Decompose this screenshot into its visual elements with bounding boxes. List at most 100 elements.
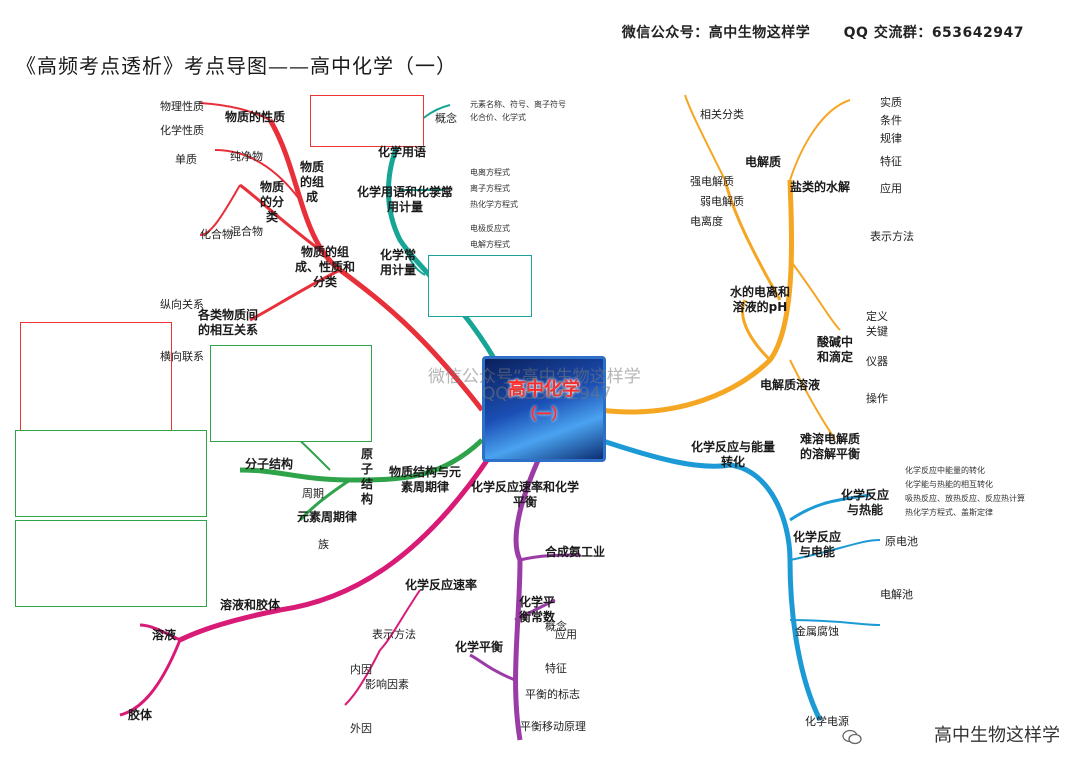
node-atomic-structure: 原子结构 bbox=[360, 447, 373, 506]
node-essence: 实质 bbox=[880, 96, 902, 109]
node-electrolytic: 电解池 bbox=[880, 588, 913, 601]
leaf-element-names: 元素名称、符号、离子符号 bbox=[470, 100, 566, 109]
wechat-logo-icon bbox=[842, 729, 862, 745]
node-properties: 物质的性质 bbox=[225, 110, 286, 124]
node-compound: 化合物 bbox=[200, 228, 233, 241]
node-weak: 弱电解质 bbox=[700, 195, 744, 208]
node-operation: 操作 bbox=[866, 392, 888, 405]
node-feature: 特征 bbox=[880, 155, 902, 168]
node-element: 单质 bbox=[175, 153, 197, 166]
node-strong: 强电解质 bbox=[690, 175, 734, 188]
node-horizontal: 横向联系 bbox=[160, 350, 204, 363]
node-eq-concept: 概念 bbox=[545, 620, 567, 633]
node-chemical-prop: 化学性质 bbox=[160, 124, 204, 137]
node-expression: 表示方法 bbox=[870, 230, 914, 243]
node-eq-shift: 平衡移动原理 bbox=[520, 720, 586, 733]
atom-detail-box bbox=[15, 430, 207, 517]
node-chem-calc: 化学常用计量 bbox=[380, 248, 417, 277]
atom-structure-box bbox=[210, 345, 372, 442]
node-concept: 概念 bbox=[435, 112, 457, 125]
center-title: 高中化学 bbox=[508, 379, 580, 400]
brand-logo-text: 高中生物这样学 bbox=[934, 725, 1060, 746]
center-node: 高中化学 （一） bbox=[482, 356, 606, 462]
node-solution: 溶液 bbox=[152, 628, 177, 642]
node-physical-prop: 物理性质 bbox=[160, 100, 204, 113]
node-ionization-degree: 电离度 bbox=[690, 215, 723, 228]
node-molecular-structure: 分子结构 bbox=[245, 457, 294, 471]
node-composition: 物质的组成 bbox=[300, 160, 325, 204]
relation-diagram-box bbox=[310, 95, 424, 147]
leaf-energy-convert: 化学能与热能的相互转化 bbox=[905, 480, 993, 489]
node-group: 族 bbox=[318, 538, 329, 551]
page-title: 《高频考点透析》考点导图——高中化学（一） bbox=[16, 54, 457, 78]
node-rate-expression: 表示方法 bbox=[372, 628, 416, 641]
node-reaction: 反应 bbox=[430, 186, 452, 199]
leaf-ionic-eq: 离子方程式 bbox=[470, 184, 510, 193]
leaf-electrolysis-eq: 电解方程式 bbox=[470, 240, 510, 249]
node-electrolyte: 电解质 bbox=[745, 155, 782, 169]
branch-electro-title: 电解质溶液 bbox=[760, 378, 821, 392]
node-internal: 内因 bbox=[350, 663, 372, 676]
node-periodic-law: 元素周期律 bbox=[297, 510, 358, 524]
node-relations: 各类物质间的相互关系 bbox=[198, 308, 259, 337]
node-titration: 酸碱中和滴定 bbox=[816, 335, 853, 364]
node-pure: 纯净物 bbox=[230, 150, 263, 163]
node-reaction-rate: 化学反应速率 bbox=[405, 578, 478, 592]
node-mixture: 混合物 bbox=[230, 225, 263, 238]
mole-calc-box bbox=[428, 255, 532, 317]
branch-matter-title: 物质的组成、性质和分类 bbox=[294, 245, 355, 289]
node-chem-terms: 化学用语 bbox=[378, 145, 427, 159]
node-equilibrium-const: 化学平衡常数 bbox=[518, 595, 555, 624]
branch-solution-title: 溶液和胶体 bbox=[220, 598, 281, 612]
watermark-line1: 微信公众号“高中生物这样学 bbox=[428, 367, 641, 387]
node-eq-feature: 特征 bbox=[545, 662, 567, 675]
node-vertical: 纵向关系 bbox=[160, 298, 204, 311]
qq-text: QQ 交流群：653642947 bbox=[843, 25, 1024, 41]
branch-solution-line bbox=[178, 454, 493, 643]
leaf-electrode-eq: 电极反应式 bbox=[470, 224, 510, 233]
leaf-ionization-eq: 电离方程式 bbox=[470, 168, 510, 177]
node-corrosion: 金属腐蚀 bbox=[795, 625, 839, 638]
leaf-heat-calc: 吸热反应、放热反应、反应热计算 bbox=[905, 494, 1025, 503]
node-water-ionization: 水的电离和溶液的pH bbox=[730, 285, 791, 314]
header-contact: 微信公众号：高中生物这样学 QQ 交流群：653642947 bbox=[594, 22, 1024, 42]
node-definition: 定义 bbox=[866, 310, 888, 323]
node-period: 周期 bbox=[302, 487, 324, 500]
center-subtitle: （一） bbox=[521, 405, 567, 423]
branch-structure-line bbox=[239, 438, 484, 483]
wechat-text: 微信公众号：高中生物这样学 bbox=[621, 25, 811, 41]
node-thermal: 化学反应与热能 bbox=[840, 488, 889, 517]
cross-relation-diagram bbox=[20, 322, 172, 444]
node-key: 关键 bbox=[866, 325, 888, 338]
watermark-line2: QQ 653642947 bbox=[482, 384, 612, 404]
node-classification: 物质的分类 bbox=[259, 180, 284, 224]
leaf-thermo-eq: 热化学方程式 bbox=[470, 200, 518, 209]
node-rule: 规律 bbox=[880, 132, 902, 145]
node-ammonia: 合成氨工业 bbox=[545, 545, 606, 559]
leaf-energy-change: 化学反应中能量的转化 bbox=[905, 466, 985, 475]
branch-energy-line bbox=[599, 437, 823, 722]
node-categories: 相关分类 bbox=[700, 108, 744, 121]
branch-energy-title: 化学反应与能量转化 bbox=[690, 440, 775, 469]
node-solubility: 难溶电解质的溶解平衡 bbox=[800, 432, 861, 461]
node-salt-hydrolysis: 盐类的水解 bbox=[790, 180, 851, 194]
node-colloid: 胶体 bbox=[128, 708, 153, 722]
node-electric: 化学反应与电能 bbox=[792, 530, 841, 559]
node-power-source: 化学电源 bbox=[805, 715, 849, 728]
node-galvanic: 原电池 bbox=[885, 535, 918, 548]
node-external: 外因 bbox=[350, 722, 372, 735]
leaf-valence: 化合价、化学式 bbox=[470, 113, 526, 122]
node-rate-factors: 影响因素 bbox=[365, 678, 409, 691]
node-application: 应用 bbox=[880, 182, 902, 195]
branch-rate-title: 化学反应速率和化学平衡 bbox=[470, 480, 579, 509]
node-eq-sign: 平衡的标志 bbox=[525, 688, 580, 701]
node-eq-application: 应用 bbox=[555, 628, 577, 641]
branch-terms-title: 化学用语和化学常用计量 bbox=[356, 185, 453, 214]
branch-structure-title: 物质结构与元素周期律 bbox=[388, 465, 461, 494]
node-instrument: 仪器 bbox=[866, 355, 888, 368]
branch-rate-line bbox=[513, 454, 543, 741]
branch-matter-line bbox=[267, 118, 484, 412]
periodic-detail-box bbox=[15, 520, 207, 607]
leaf-hess-law: 热化学方程式、盖斯定律 bbox=[905, 508, 993, 517]
node-condition: 条件 bbox=[880, 114, 902, 127]
